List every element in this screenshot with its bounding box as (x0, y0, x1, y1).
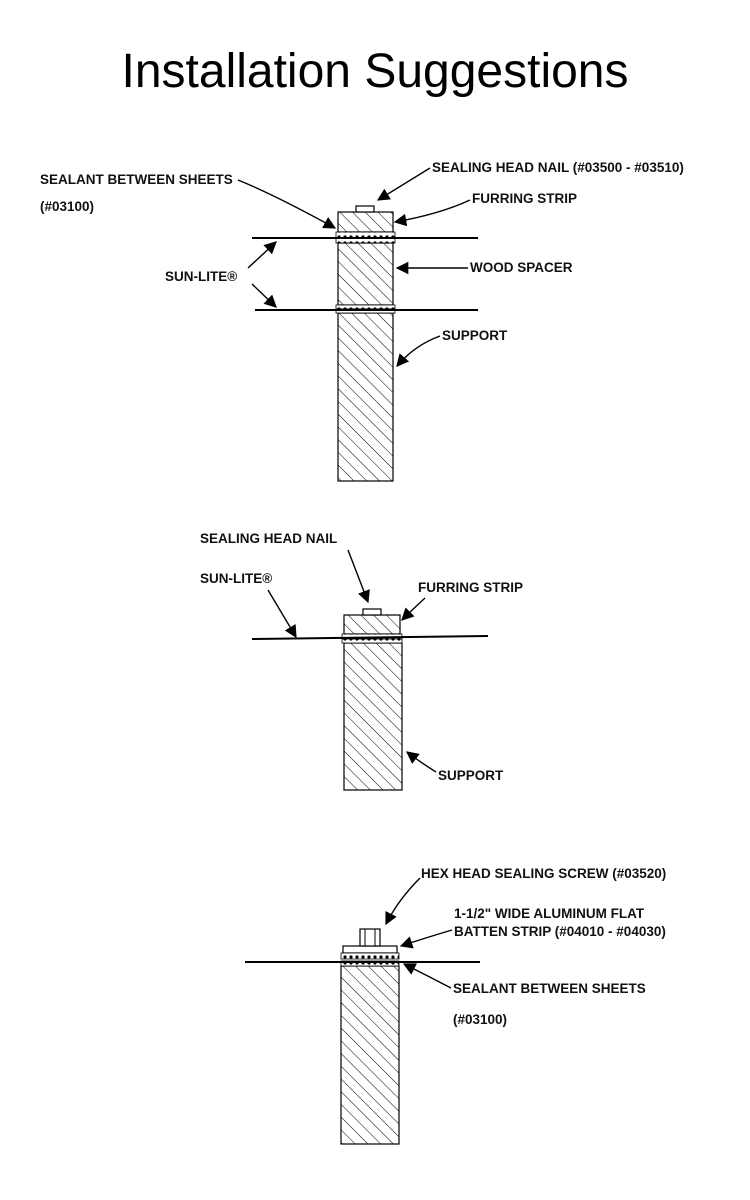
leader-furring (401, 597, 426, 621)
wood-spacer (337, 242, 394, 306)
hex-screw (359, 928, 381, 947)
leader-sealant (402, 963, 452, 989)
leader-sunlite (267, 589, 297, 639)
leader-sunlite-bottom (251, 283, 277, 308)
label-support: SUPPORT (442, 328, 508, 343)
sun-lite-sheet (252, 237, 478, 311)
diagram-furring-spacer: SEALANT BETWEEN SHEETS (#03100) SEALING … (40, 160, 684, 482)
label-sealant-part: (#03100) (453, 1012, 507, 1027)
label-sealant-between-sheets: SEALANT BETWEEN SHEETS (453, 981, 646, 996)
sealant-layer (340, 952, 400, 967)
label-support: SUPPORT (438, 768, 504, 783)
leader-support (406, 751, 437, 773)
leader-sealant (237, 179, 337, 229)
nail-head (362, 608, 382, 616)
label-batten-line1: 1-1/2" WIDE ALUMINUM FLAT (454, 906, 645, 921)
label-hex-head-screw: HEX HEAD SEALING SCREW (#03520) (421, 866, 666, 881)
label-furring-strip: FURRING STRIP (418, 580, 523, 595)
label-sealing-head-nail: SEALING HEAD NAIL (#03500 - #03510) (432, 160, 684, 175)
page-title: Installation Suggestions (121, 45, 629, 98)
label-sun-lite: SUN-LITE® (200, 571, 272, 586)
label-furring-strip: FURRING STRIP (472, 191, 577, 206)
support-post (343, 642, 403, 791)
label-sealant-between-sheets: SEALANT BETWEEN SHEETS (40, 172, 233, 187)
leader-support (396, 335, 441, 367)
leader-batten (399, 929, 453, 949)
leader-furring (393, 199, 471, 227)
support-post (340, 965, 400, 1145)
nail-head (355, 205, 375, 213)
leader-nail (376, 167, 431, 201)
sun-lite-sheet (251, 635, 489, 640)
support-post (337, 312, 394, 482)
leader-screw (385, 877, 421, 926)
batten-strip (342, 945, 398, 954)
diagram-furring-only: SEALING HEAD NAIL SUN-LITE® FURRING STRI… (200, 531, 523, 791)
label-sun-lite: SUN-LITE® (165, 269, 237, 284)
leader-nail (347, 549, 370, 604)
diagram-batten-strip: HEX HEAD SEALING SCREW (#03520) 1-1/2" W… (245, 866, 666, 1145)
furring-strip (337, 211, 394, 233)
furring-strip (343, 614, 401, 635)
label-sealant-part: (#03100) (40, 199, 94, 214)
leader-sunlite-top (247, 241, 277, 269)
label-sealing-head-nail: SEALING HEAD NAIL (200, 531, 337, 546)
label-wood-spacer: WOOD SPACER (470, 260, 573, 275)
label-batten-line2: BATTEN STRIP (#04010 - #04030) (454, 924, 666, 939)
